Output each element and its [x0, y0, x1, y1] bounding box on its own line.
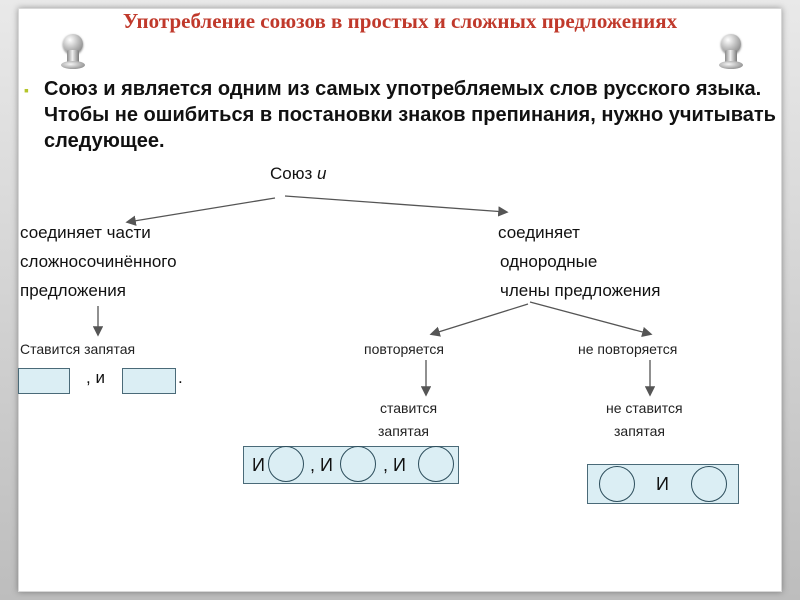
- pushpin-right-icon: [718, 34, 744, 70]
- repeat-conj-2: , И: [310, 455, 333, 475]
- member-circle-4: [599, 466, 635, 502]
- arrow-to-right-branch: [284, 195, 509, 217]
- arrow-to-left-branch: [125, 197, 276, 226]
- norepeat-conj: И: [656, 474, 669, 494]
- clause-box-left: [18, 368, 70, 394]
- pushpin-left-icon: [60, 34, 86, 70]
- left-branch-line3: предложения: [20, 281, 126, 300]
- right-branch-line3: члены предложения: [500, 281, 661, 300]
- member-circle-1: [268, 446, 304, 482]
- left-pattern-conj: , и: [86, 368, 105, 387]
- norepeat-label: не повторяется: [578, 341, 678, 357]
- repeat-conj-3: , И: [383, 455, 406, 475]
- slide-title: Употребление союзов в простых и сложных …: [122, 9, 678, 33]
- intro-text: Союз и является одним из самых употребля…: [44, 78, 776, 152]
- left-branch-line2: сложносочинённого: [20, 252, 177, 271]
- repeat-label: повторяется: [364, 341, 444, 357]
- member-circle-2: [340, 446, 376, 482]
- left-rule-label: Ставится запятая: [20, 341, 136, 357]
- left-branch-line1: соединяет части: [20, 223, 151, 242]
- repeat-rule-line2: запятая: [378, 423, 429, 439]
- right-branch-line1: соединяет: [498, 223, 580, 242]
- root-conj: и: [317, 164, 327, 183]
- member-circle-3: [418, 446, 454, 482]
- norepeat-rule-line2: запятая: [614, 423, 665, 439]
- right-branch-line2: однородные: [500, 252, 598, 271]
- norepeat-rule-line1: не ставится: [606, 400, 683, 416]
- arrow-to-norepeat: [529, 301, 653, 338]
- root-word: Союз: [270, 164, 313, 183]
- member-circle-5: [691, 466, 727, 502]
- repeat-rule-line1: ставится: [380, 400, 438, 416]
- left-pattern-end: .: [178, 368, 183, 387]
- arrow-to-repeat: [429, 303, 529, 337]
- root-node: Союз и: [270, 164, 326, 184]
- repeat-conj-1: И: [252, 455, 265, 475]
- bullet-icon: ▪: [24, 82, 29, 98]
- clause-box-right: [122, 368, 176, 394]
